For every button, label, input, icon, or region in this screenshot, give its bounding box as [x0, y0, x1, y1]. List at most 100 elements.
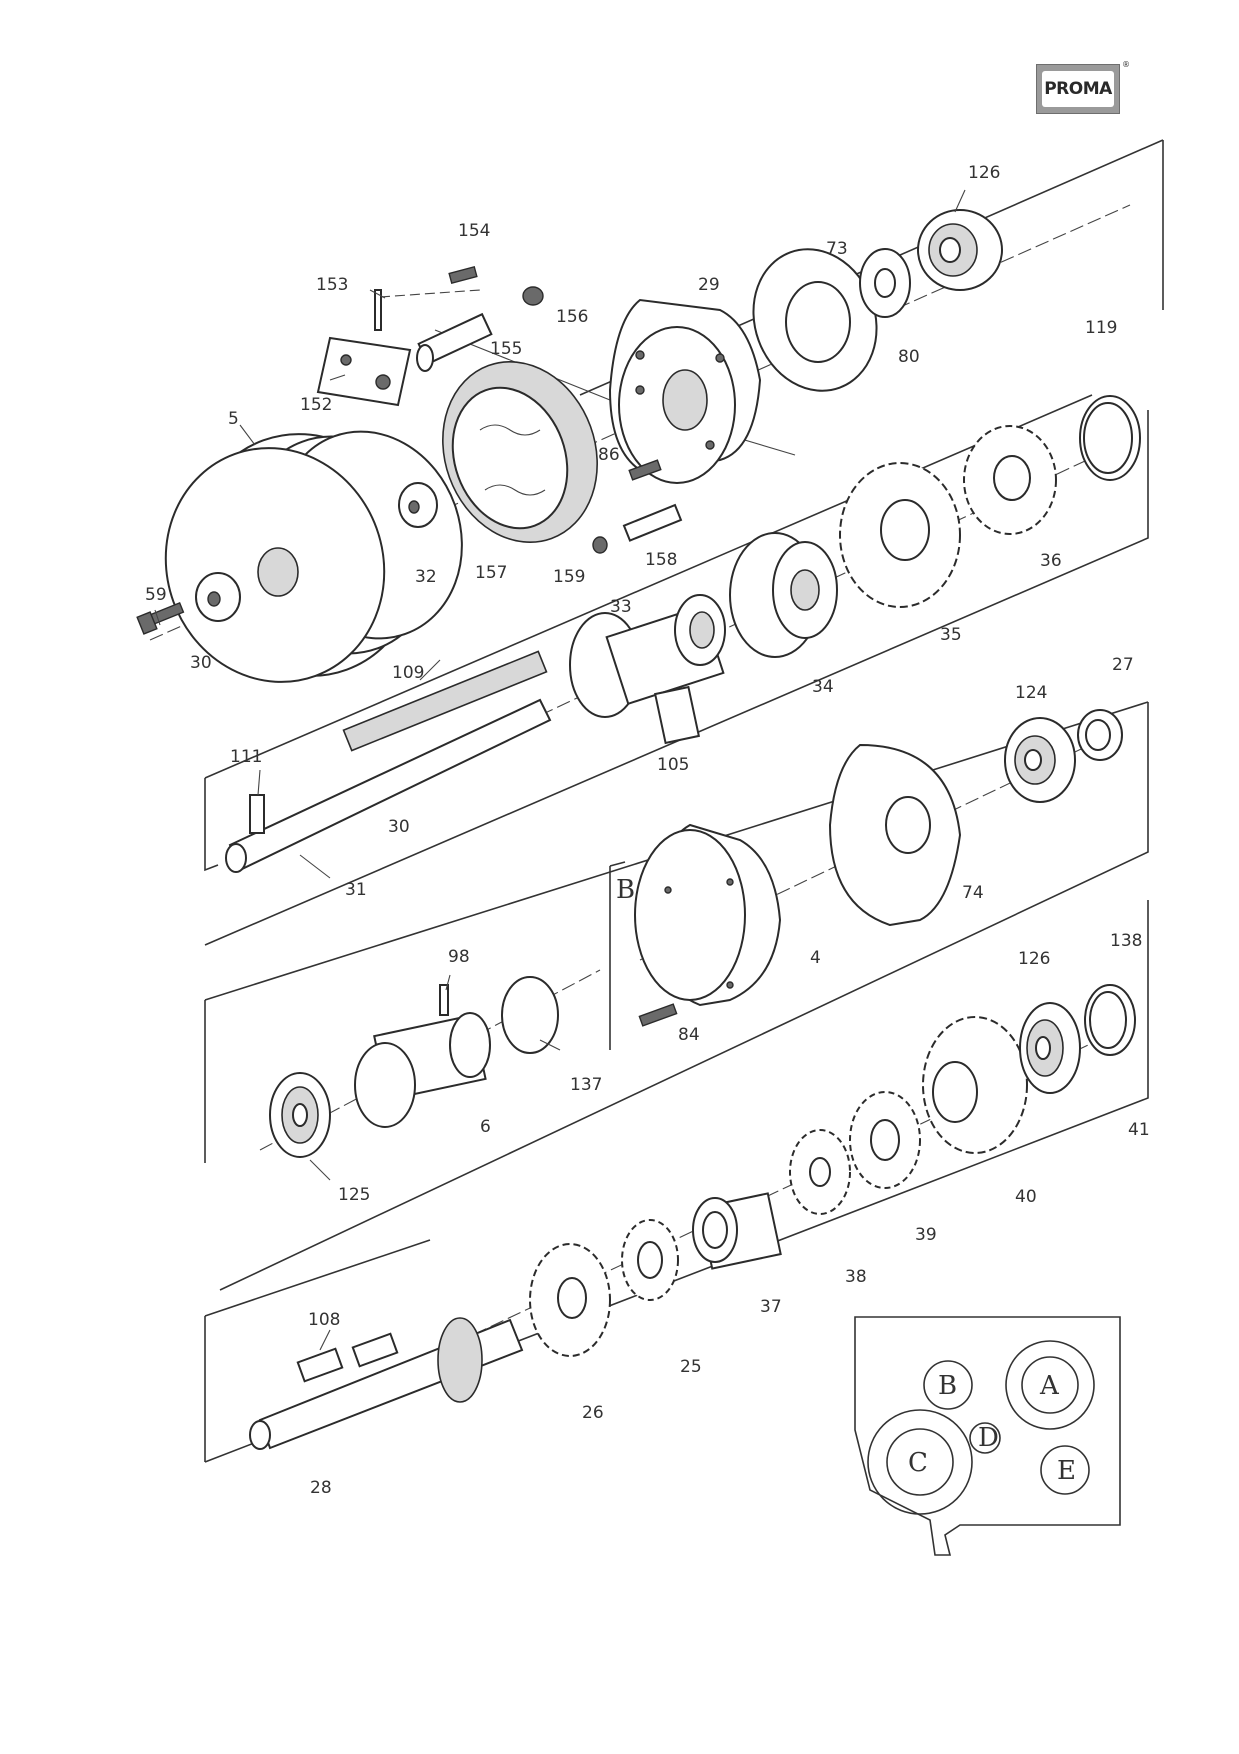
bearing-124 — [1004, 717, 1076, 803]
label-36: 36 — [1040, 551, 1062, 571]
shaft-158 — [622, 503, 683, 542]
label-39: 39 — [915, 1225, 937, 1245]
shaft-28 — [249, 1317, 524, 1450]
label-80: 80 — [898, 347, 920, 367]
inset-letter-e: E — [1057, 1456, 1076, 1486]
label-155: 155 — [490, 339, 522, 359]
label-35: 35 — [940, 625, 962, 645]
label-154: 154 — [458, 221, 490, 241]
gear-34 — [729, 532, 838, 658]
washer-80 — [859, 248, 911, 318]
inset-letters: B A C D E — [908, 1371, 1076, 1486]
label-25: 25 — [680, 1357, 702, 1377]
registered-mark: ® — [1122, 60, 1130, 69]
label-37: 37 — [760, 1297, 782, 1317]
brake-shoe-157 — [442, 361, 598, 543]
gear-26 — [529, 1243, 611, 1357]
label-33: 33 — [610, 597, 632, 617]
label-28: 28 — [310, 1478, 332, 1498]
inset-letter-a: A — [1039, 1371, 1060, 1401]
label-29: 29 — [698, 275, 720, 295]
label-138: 138 — [1110, 931, 1142, 951]
label-126-top: 126 — [968, 163, 1000, 183]
gear-36 — [963, 425, 1057, 535]
label-30-shaft: 30 — [388, 817, 410, 837]
label-59: 59 — [145, 585, 167, 605]
plate-152 — [316, 336, 412, 407]
key-111 — [249, 794, 265, 834]
label-153: 153 — [316, 275, 348, 295]
inset-letter-b: B — [938, 1371, 957, 1401]
label-105: 105 — [657, 755, 689, 775]
sleeve-37 — [692, 1192, 782, 1270]
shaft-30 — [225, 650, 552, 873]
label-159: 159 — [553, 567, 585, 587]
label-41: 41 — [1128, 1120, 1150, 1140]
position-inset — [854, 1316, 1121, 1556]
label-5: 5 — [228, 409, 239, 429]
inset-letter-c: C — [908, 1448, 928, 1478]
bearing-125 — [269, 1072, 331, 1158]
label-111: 111 — [230, 747, 262, 767]
gear-40 — [922, 1016, 1028, 1154]
label-4: 4 — [810, 948, 821, 968]
label-38: 38 — [845, 1267, 867, 1287]
label-86: 86 — [598, 445, 620, 465]
gear-25 — [621, 1219, 679, 1301]
clip-156 — [522, 286, 544, 306]
proma-logo: PROMA — [1036, 64, 1120, 114]
label-74: 74 — [962, 883, 984, 903]
label-137: 137 — [570, 1075, 602, 1095]
housing-29 — [608, 298, 762, 484]
gear-33 — [569, 594, 726, 718]
leader-lines — [154, 189, 966, 1351]
ring-119 — [1079, 395, 1141, 481]
washer-30 — [195, 572, 241, 622]
sleeve-6 — [354, 1012, 491, 1128]
pulley-5 — [164, 430, 463, 683]
gear-38 — [789, 1129, 851, 1215]
label-27: 27 — [1112, 655, 1134, 675]
label-6: 6 — [480, 1117, 491, 1137]
ring-138-41 — [1084, 984, 1136, 1056]
plate-74 — [828, 743, 962, 927]
bolt-59 — [136, 601, 185, 635]
bearing-126-bottom — [1019, 1002, 1081, 1094]
label-34: 34 — [812, 677, 834, 697]
label-84: 84 — [678, 1025, 700, 1045]
key-108 — [296, 1332, 399, 1383]
ring-73 — [752, 248, 878, 392]
label-73: 73 — [826, 239, 848, 259]
label-32: 32 — [415, 567, 437, 587]
label-31: 31 — [345, 880, 367, 900]
inset-letter-d: D — [978, 1423, 999, 1453]
pin-153 — [374, 289, 382, 331]
label-26: 26 — [582, 1403, 604, 1423]
label-119: 119 — [1085, 318, 1117, 338]
label-156: 156 — [556, 307, 588, 327]
label-30-washer: 30 — [190, 653, 212, 673]
pin-98 — [439, 984, 449, 1016]
ring-27 — [1077, 709, 1123, 761]
logo-plate: PROMA — [1042, 71, 1114, 107]
screw-86 — [628, 459, 662, 481]
key-105 — [653, 685, 701, 745]
part-labels: 126 154 73 153 156 29 119 155 80 152 5 8… — [145, 163, 1150, 1498]
label-108: 108 — [308, 1310, 340, 1330]
label-109: 109 — [392, 663, 424, 683]
label-157: 157 — [475, 563, 507, 583]
clip-159 — [592, 536, 608, 554]
label-126-bottom: 126 — [1018, 949, 1050, 969]
label-125: 125 — [338, 1185, 370, 1205]
bearing-126-top — [917, 209, 1003, 291]
shaft-155 — [416, 312, 493, 372]
screw-154 — [448, 265, 478, 285]
cover-b4 — [634, 823, 782, 1007]
label-98: 98 — [448, 947, 470, 967]
screw-84 — [638, 1003, 678, 1027]
label-b-group: B — [616, 875, 635, 905]
label-158: 158 — [645, 550, 677, 570]
logo-text: PROMA — [1044, 79, 1112, 99]
washer-32 — [398, 482, 438, 528]
